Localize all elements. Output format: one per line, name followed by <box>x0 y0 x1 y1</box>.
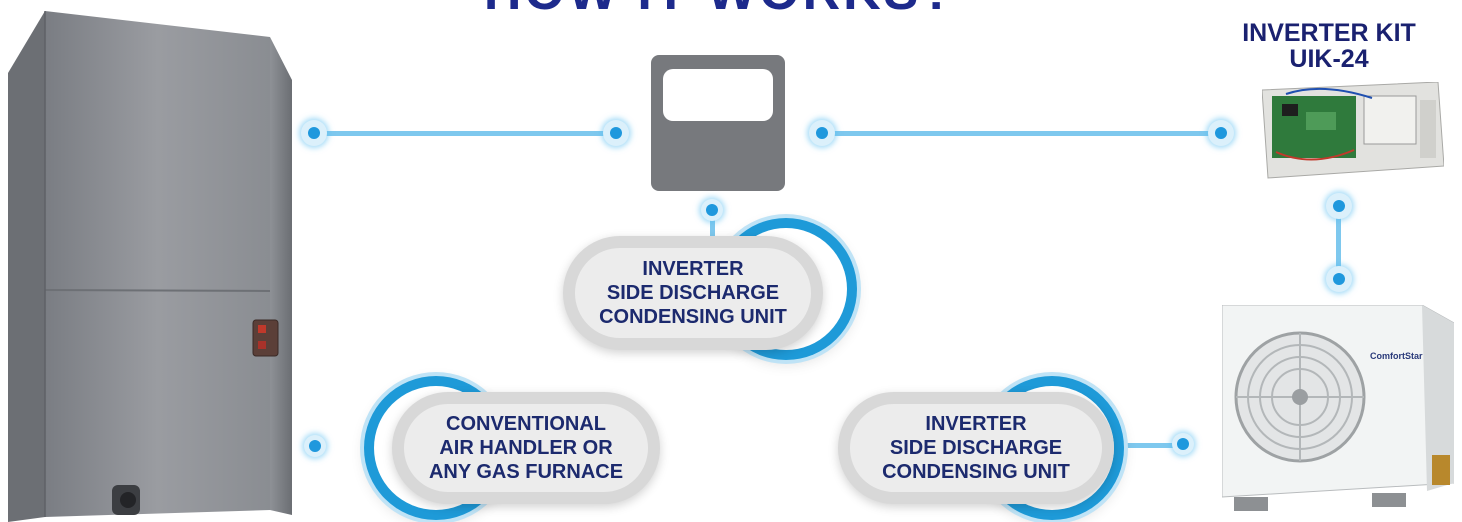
node-air-handler-bottom <box>304 435 326 457</box>
label-air-handler: CONVENTIONAL AIR HANDLER OR ANY GAS FURN… <box>362 378 672 518</box>
label-air-handler-line-2: AIR HANDLER OR <box>439 437 613 459</box>
inverter-kit-title-line-2: UIK-24 <box>1289 45 1369 73</box>
node-air-handler-top <box>301 120 327 146</box>
connector-thermostat-kit <box>822 131 1222 136</box>
label-right-unit-line-1: INVERTER <box>925 413 1027 435</box>
inverter-kit-title: INVERTER KIT UIK-24 <box>1214 20 1444 72</box>
label-air-handler-line-3: ANY GAS FURNACE <box>428 461 624 483</box>
inverter-kit-title-line-1: INVERTER KIT <box>1242 19 1416 47</box>
label-center-unit: INVERTER SIDE DISCHARGE CONDENSING UNIT <box>563 222 863 372</box>
node-kit-left <box>1208 120 1234 146</box>
connector-kit-condenser <box>1336 206 1341 278</box>
label-center-unit-line-1: INVERTER <box>642 258 744 280</box>
inverter-kit-image <box>1262 82 1444 179</box>
label-center-unit-line-2: SIDE DISCHARGE <box>606 282 780 304</box>
air-handler-image <box>8 11 292 522</box>
condenser-image: ComfortStar <box>1222 305 1454 511</box>
label-right-unit-line-2: SIDE DISCHARGE <box>889 437 1063 459</box>
label-air-handler-line-1: CONVENTIONAL <box>446 413 606 435</box>
node-thermostat-bottom <box>701 199 723 221</box>
connector-handler-thermostat <box>315 131 615 136</box>
label-right-unit: INVERTER SIDE DISCHARGE CONDENSING UNIT <box>838 378 1128 518</box>
thermostat-image <box>651 55 785 191</box>
label-center-unit-line-3: CONDENSING UNIT <box>599 306 787 328</box>
node-thermostat-left <box>603 120 629 146</box>
connector-thermostat-center-label <box>710 212 715 242</box>
node-condenser-top <box>1326 266 1352 292</box>
node-condenser-left <box>1172 433 1194 455</box>
connector-right-label-condenser <box>1110 443 1185 448</box>
node-thermostat-right <box>809 120 835 146</box>
page-heading: HOW IT WORKS? <box>440 0 1000 10</box>
page-heading-text: HOW IT WORKS? <box>440 0 1000 10</box>
condenser-brand-text: ComfortStar <box>1370 351 1423 361</box>
label-right-unit-line-3: CONDENSING UNIT <box>882 461 1070 483</box>
node-kit-bottom <box>1326 193 1352 219</box>
